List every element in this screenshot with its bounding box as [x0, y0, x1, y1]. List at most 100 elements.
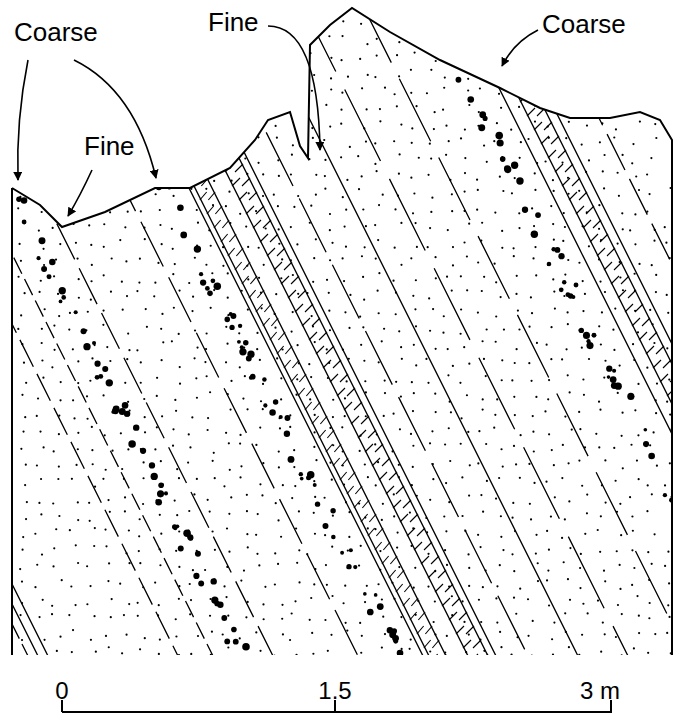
stipple-dot [161, 313, 163, 315]
cross-lamination [235, 164, 243, 172]
stipple-dot [498, 477, 500, 479]
cross-lamination [477, 668, 485, 676]
cross-lamination [137, 66, 144, 74]
stipple-dot [142, 40, 144, 42]
stipple-dot [418, 157, 420, 159]
stipple-dot [530, 518, 532, 520]
stipple-dot [238, 332, 240, 334]
stipple-dot [546, 530, 548, 532]
stipple-dot [347, 76, 349, 78]
stipple-dot [518, 106, 520, 108]
stipple-dot [396, 531, 398, 533]
stipple-dot [74, 604, 76, 606]
stipple-dot [52, 565, 54, 567]
stipple-dot [601, 311, 603, 313]
stipple-dot [104, 434, 106, 436]
cross-lamination [400, 514, 408, 522]
stipple-dot [294, 102, 296, 104]
stipple-dot [568, 94, 570, 96]
stipple-dot [86, 122, 88, 124]
stipple-dot [108, 646, 110, 648]
stipple-dot [77, 154, 79, 156]
coarse-grain [330, 508, 335, 513]
coarse-grain [155, 167, 159, 171]
stipple-dot [579, 428, 581, 430]
stipple-dot [179, 107, 181, 109]
stipple-dot [110, 59, 112, 61]
stipple-dot [466, 289, 468, 291]
stipple-dot [582, 42, 584, 44]
stipple-dot [410, 257, 412, 259]
stipple-dot [614, 41, 616, 43]
stipple-dot [383, 328, 385, 330]
stipple-dot [328, 292, 330, 294]
coarse-grain [349, 548, 353, 552]
stipple-dot [327, 650, 329, 652]
stipple-dot [444, 443, 446, 445]
stipple-dot [631, 584, 633, 586]
coarse-grain [151, 473, 158, 480]
coarse-grain [22, 220, 27, 225]
coarse-grain [11, 179, 18, 186]
stipple-dot [210, 106, 212, 108]
cross-lamination [375, 444, 383, 452]
stipple-dot [128, 349, 130, 351]
stipple-dot [176, 514, 178, 516]
coarse-grain [495, 132, 503, 140]
stipple-dot [36, 2, 38, 4]
stipple-dot [23, 362, 25, 364]
stipple-dot [274, 57, 276, 59]
stipple-dot [499, 176, 501, 178]
stipple-dot [599, 141, 601, 143]
stipple-dot [323, 497, 325, 499]
coarse-grain [511, 162, 518, 169]
stipple-dot [143, 398, 145, 400]
stipple-dot [616, 550, 618, 552]
stipple-dot [445, 125, 447, 127]
stipple-dot [585, 4, 587, 6]
coarse-grain [211, 578, 217, 584]
stipple-dot [599, 409, 601, 411]
stipple-dot [586, 493, 588, 495]
cross-lamination [155, 24, 163, 32]
stipple-dot [53, 450, 55, 452]
stipple-dot [568, 500, 570, 502]
stipple-dot [68, 614, 70, 616]
stipple-dot [561, 537, 563, 539]
stipple-dot [290, 330, 292, 332]
stipple-dot [278, 110, 280, 112]
stipple-dot [400, 222, 402, 224]
stipple-dot [664, 565, 666, 567]
cross-lamination [299, 374, 306, 382]
stipple-dot [53, 275, 55, 277]
stipple-dot [223, 485, 225, 487]
stipple-dot [582, 310, 584, 312]
stipple-dot [448, 427, 450, 429]
stipple-dot [602, 621, 604, 623]
cross-lamination [249, 290, 256, 298]
stipple-dot [109, 360, 111, 362]
stipple-dot [22, 536, 24, 538]
stipple-dot [264, 586, 266, 588]
stipple-dot [467, 431, 469, 433]
stipple-dot [136, 349, 138, 351]
cross-lamination [292, 360, 299, 368]
stipple-dot [427, 8, 429, 10]
stipple-dot [228, 191, 230, 193]
stipple-dot [238, 108, 240, 110]
stipple-dot [194, 24, 196, 26]
cross-lamination [260, 234, 268, 242]
stipple-dot [382, 616, 384, 618]
stipple-dot [143, 189, 145, 191]
stipple-dot [177, 71, 179, 73]
stipple-dot [273, 194, 275, 196]
coarse-grain [239, 348, 246, 355]
coarse-grain [547, 262, 552, 267]
stipple-dot [226, 126, 228, 128]
stipple-dot [412, 410, 414, 412]
stipple-dot [431, 197, 433, 199]
stipple-dot [139, 258, 141, 260]
stipple-dot [434, 600, 436, 602]
stipple-dot [6, 56, 8, 58]
stipple-dot [194, 257, 196, 259]
